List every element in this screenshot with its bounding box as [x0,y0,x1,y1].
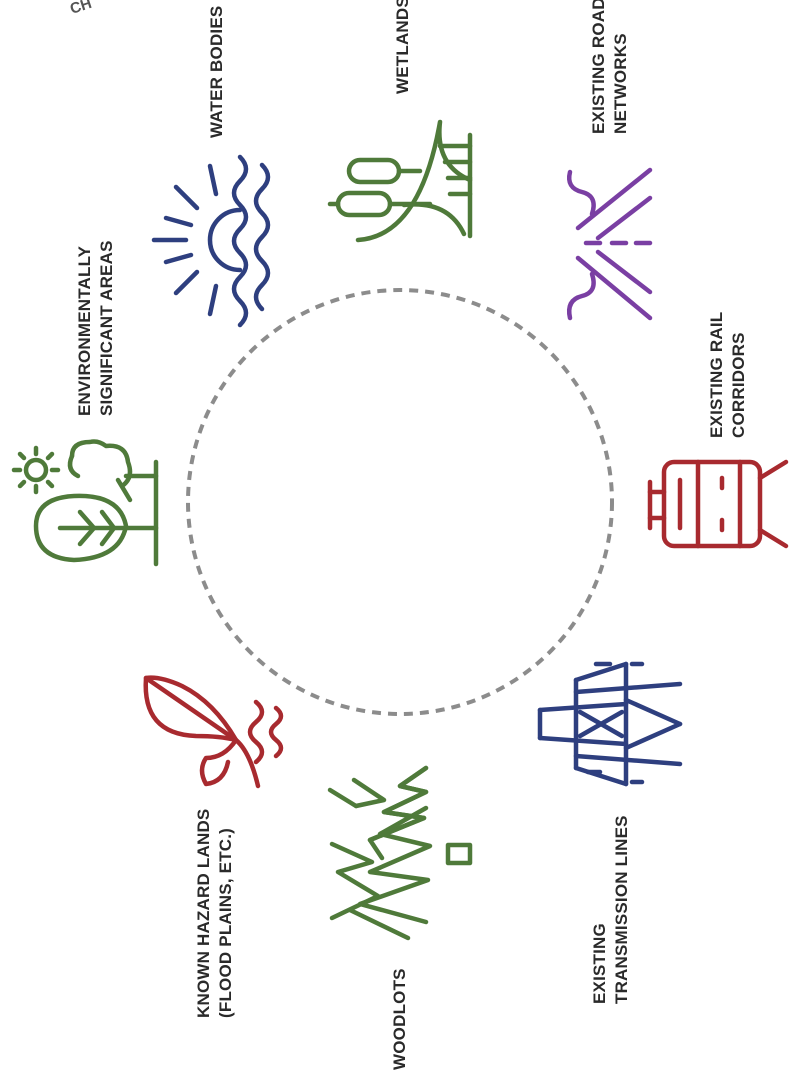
label-line: NETWORKS [611,33,630,134]
label-line: ENVIRONMENTALLY [75,245,94,416]
label-line: TRANSMISSION LINES [612,815,631,1004]
label-line: EXISTING [590,923,609,1004]
corner-text: CH [68,0,94,18]
label-woodlots: WOODLOTS [390,968,409,1070]
label-line: CORRIDORS [729,332,748,438]
trees-sun-icon [11,439,159,567]
label-line: EXISTING RAIL [707,312,726,438]
label-line: WETLANDS [393,0,412,94]
cattail-icon [327,119,473,243]
label-line: WOODLOTS [390,968,409,1070]
label-env-significant: ENVIRONMENTALLY SIGNIFICANT AREAS [75,240,116,416]
leaf-sprout-icon [143,675,284,789]
label-hazard-lands: KNOWN HAZARD LANDS (FLOOD PLAINS, ETC.) [194,809,235,1018]
label-line: (FLOOD PLAINS, ETC.) [216,828,235,1018]
sun-waves-icon [151,154,271,328]
label-line: WATER BODIES [207,6,226,138]
label-wetlands: WETLANDS [393,0,412,94]
label-road-networks: EXISTING ROAD NETWORKS [589,0,630,134]
pine-trees-icon [327,765,473,941]
label-line: KNOWN HAZARD LANDS [194,809,213,1018]
transmission-tower-icon [537,661,683,787]
road-icon [567,167,653,321]
label-water-bodies: WATER BODIES [207,6,226,138]
train-icon [647,459,789,549]
label-line: SIGNIFICANT AREAS [97,240,116,416]
label-transmission-lines: EXISTING TRANSMISSION LINES [590,815,631,1004]
label-line: EXISTING ROAD [589,0,608,134]
label-rail-corridors: EXISTING RAIL CORRIDORS [707,312,748,438]
center-dashed-ring [186,288,614,716]
